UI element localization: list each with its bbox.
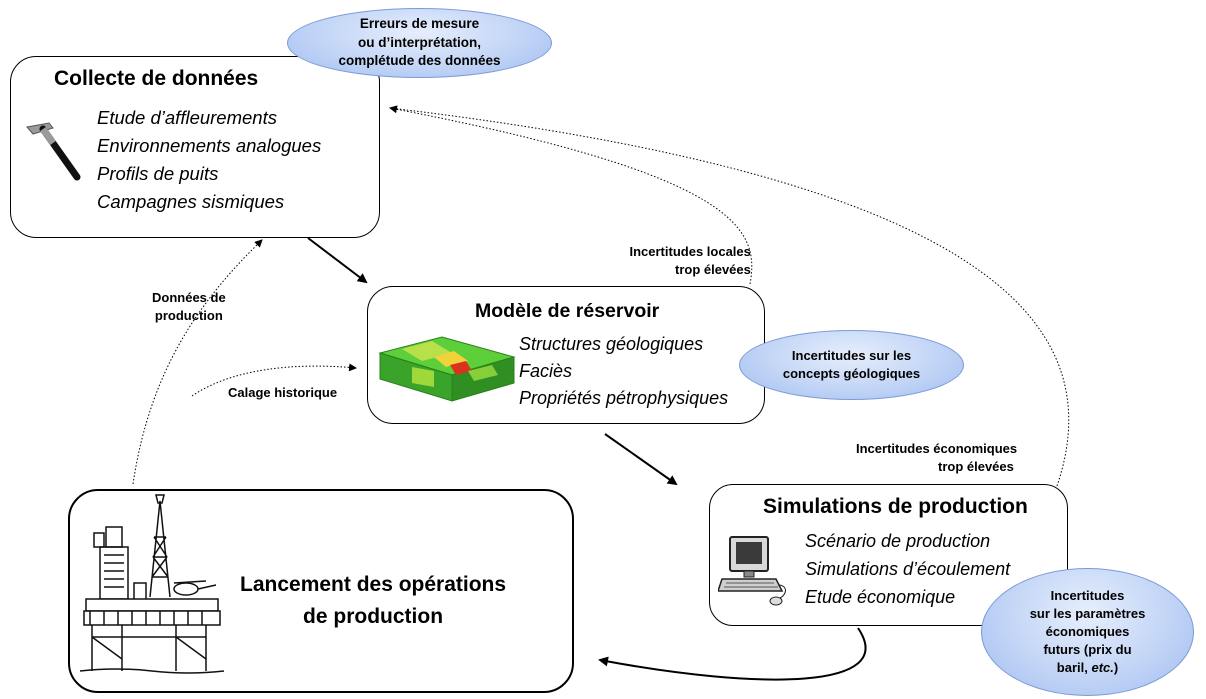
modele-items: Structures géologiques Faciès Propriétés… [519, 331, 728, 412]
modele-title: Modèle de réservoir [475, 300, 660, 322]
label-incertitudes-economiques: Incertitudes économiques trop élevées [856, 440, 1017, 476]
collecte-items: Etude d’affleurements Environnements ana… [97, 104, 321, 216]
simulations-items: Scénario de production Simulations d’éco… [805, 527, 1010, 611]
arrow-feedback-economiques [389, 107, 1070, 487]
concepts-ellipse: Incertitudes sur les concepts géologique… [739, 330, 964, 400]
parametres-close: ) [1113, 660, 1119, 675]
economiques-line: trop élevées [938, 459, 1014, 474]
lancement-box: Lancement des opérations de production [68, 489, 574, 693]
erreurs-ellipse: Erreurs de mesure ou d’interprétation, c… [287, 8, 552, 78]
modele-item: Propriétés pétrophysiques [519, 388, 729, 408]
erreurs-line: ou d’interprétation, [358, 34, 481, 50]
collecte-item: Etude d’affleurements [97, 107, 277, 128]
donnees-line: production [154, 308, 223, 323]
oil-platform-icon [79, 494, 225, 674]
label-calage-historique: Calage historique [228, 385, 338, 400]
locales-line: Incertitudes locales [629, 244, 751, 259]
collecte-item: Profils de puits [97, 163, 219, 184]
erreurs-line: complétude des données [338, 53, 501, 69]
erreurs-line: Erreurs de mesure [359, 16, 480, 32]
parametres-baril: baril, [1056, 660, 1092, 675]
concepts-line: concepts géologiques [782, 366, 921, 381]
label-donnees-production: Données de production [152, 289, 226, 325]
concepts-line: Incertitudes sur les [791, 348, 912, 363]
computer-icon [718, 536, 786, 606]
parametres-line: sur les paramètres [1029, 606, 1146, 621]
modele-item: Faciès [519, 361, 573, 381]
modele-item: Structures géologiques [519, 334, 704, 354]
arrow-collecte-to-modele [307, 237, 368, 284]
simulations-item: Simulations d’écoulement [805, 559, 1011, 579]
arrow-simulations-to-lancement [598, 627, 867, 681]
lancement-text: Lancement des opérations de production [240, 569, 506, 633]
locales-line: trop élevées [675, 262, 751, 277]
parametres-etc: etc. [1091, 660, 1114, 675]
arrow-feedback-locales [389, 105, 753, 285]
parametres-line-last: baril, etc.) [1057, 659, 1118, 677]
modele-box: Modèle de réservoir Structures géologiqu… [367, 286, 765, 424]
donnees-line: Données de [152, 290, 226, 305]
label-incertitudes-locales: Incertitudes locales trop élevées [593, 243, 751, 279]
parametres-line: économiques [1045, 624, 1130, 639]
lancement-line2: de production [303, 605, 444, 628]
economiques-line: Incertitudes économiques [856, 441, 1018, 456]
collecte-item: Campagnes sismiques [97, 191, 285, 212]
parametres-line: Incertitudes [1050, 588, 1125, 603]
simulations-item: Etude économique [805, 587, 956, 607]
simulations-box: Simulations de production Scénario de pr… [709, 484, 1068, 626]
arrow-donnees-production [132, 239, 263, 485]
collecte-box: Collecte de données Etude d’affleurement… [10, 56, 380, 238]
collecte-item: Environnements analogues [97, 135, 322, 156]
reservoir-model-3d-icon [378, 336, 516, 402]
lancement-line1: Lancement des opérations [240, 573, 507, 596]
simulations-item: Scénario de production [805, 531, 991, 551]
arrow-modele-to-simulations [604, 433, 678, 486]
simulations-title: Simulations de production [763, 495, 1028, 518]
parametres-line: futurs (prix du [1043, 642, 1132, 657]
rock-hammer-icon [26, 122, 81, 181]
collecte-title: Collecte de données [54, 67, 259, 90]
parametres-ellipse: Incertitudes sur les paramètres économiq… [981, 568, 1194, 696]
